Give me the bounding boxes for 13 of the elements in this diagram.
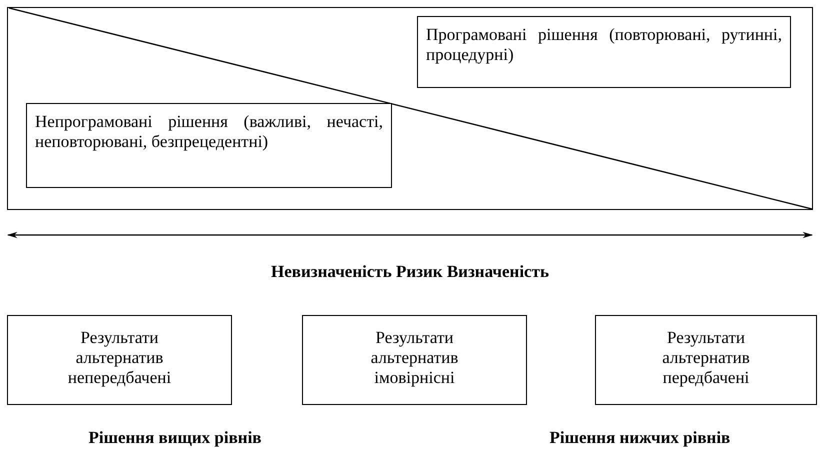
scale-label: Невизначеність Ризик Визначеність <box>271 262 549 282</box>
outcome-box <box>302 315 527 405</box>
box-text: Непрограмовані рішення (важливі, нечасті, неповторювані, безпрецедентні) <box>34 111 384 152</box>
level-label: Рішення нижчих рівнів <box>550 428 730 448</box>
decision-box <box>26 103 392 188</box>
box-text: Програмовані рішення (повторювані, рутинні, процедурні) <box>425 24 783 65</box>
level-label: Рішення вищих рівнів <box>88 428 262 448</box>
box-text: Результати альтернатив непередбачені <box>66 327 172 388</box>
box-text: Результати альтернатив імовірнісні <box>370 327 460 388</box>
outcome-box <box>7 315 232 405</box>
decision-box <box>417 16 791 88</box>
box-text: Результати альтернатив передбачені <box>661 327 751 388</box>
outcome-box <box>595 315 817 405</box>
